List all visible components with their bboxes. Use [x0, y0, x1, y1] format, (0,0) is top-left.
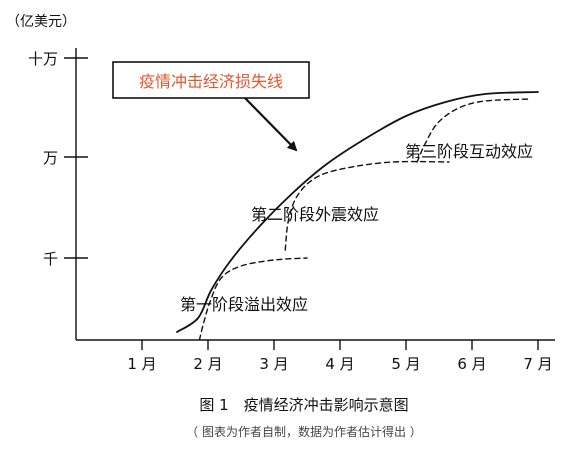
series-stage-3-dashed — [416, 98, 533, 163]
y-ticks: 千 万 十万 — [28, 50, 88, 268]
series-main-loss-line — [176, 91, 539, 333]
series-label-stage-1: 第一阶段溢出效应 — [180, 295, 308, 314]
series-stage-2-dashed — [284, 160, 450, 251]
x-tick-label: 1 月 — [127, 355, 156, 373]
x-tick-label: 5 月 — [391, 355, 420, 373]
y-tick-label: 十万 — [28, 50, 58, 68]
y-tick-label: 千 — [43, 250, 58, 268]
x-tick-label: 3 月 — [259, 355, 288, 373]
series-layer — [176, 91, 539, 341]
y-axis-label: （亿美元） — [6, 14, 76, 30]
callout-text: 疫情冲击经济损失线 — [139, 72, 283, 91]
x-tick-label: 4 月 — [325, 355, 354, 373]
series-label-stage-3: 第三阶段互动效应 — [405, 142, 533, 161]
series-stage-1-dashed — [198, 257, 308, 341]
caption-source: （ 图表为作者自制，数据为作者估计得出 ） — [186, 424, 422, 439]
x-tick-label: 7 月 — [523, 355, 552, 373]
callout-arrow — [244, 97, 298, 152]
x-ticks: 1 月2 月3 月4 月5 月6 月7 月8 月 — [127, 340, 553, 373]
y-tick-label: 万 — [43, 149, 58, 167]
x-tick-label: 2 月 — [193, 355, 222, 373]
callout-box — [112, 61, 310, 99]
x-tick-label: 6 月 — [457, 355, 486, 373]
caption-title: 图 1 疫情经济冲击影响示意图 — [199, 396, 408, 414]
callout: 疫情冲击经济损失线 — [112, 61, 310, 152]
series-label-stage-2: 第二阶段外震效应 — [251, 205, 379, 224]
